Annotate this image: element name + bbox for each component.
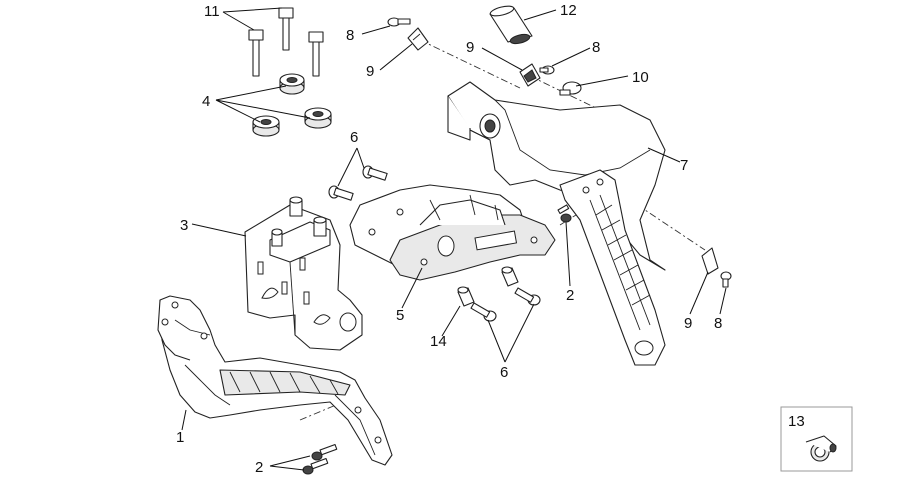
part-2-screws-lower — [302, 443, 338, 475]
part-13-inset — [780, 406, 853, 472]
callout-9: 9 — [366, 63, 374, 80]
callout-7: 7 — [680, 157, 688, 174]
callout-11: 11 — [204, 3, 220, 20]
callout-8: 8 — [714, 315, 722, 332]
callout-8: 8 — [592, 39, 600, 56]
callout-2: 2 — [566, 287, 574, 304]
part-2-screw-middle — [557, 204, 572, 223]
callout-4: 4 — [202, 93, 210, 110]
callout-12: 12 — [560, 2, 577, 19]
part-6-bolts-lower — [470, 287, 541, 322]
part-5-bracket — [349, 184, 556, 281]
part-6-bolts-upper — [328, 165, 388, 201]
leader-lines — [181, 7, 727, 471]
part-1-footrest — [157, 295, 393, 466]
callout-3: 3 — [180, 217, 188, 234]
callout-13: 13 — [788, 413, 805, 430]
callout-6: 6 — [350, 129, 358, 146]
callout-9: 9 — [466, 39, 474, 56]
part-10-rivet — [559, 81, 582, 96]
part-11-bolts — [248, 7, 324, 77]
part-3-plate — [244, 196, 363, 351]
callout-14: 14 — [430, 333, 447, 350]
callout-1: 1 — [176, 429, 184, 446]
part-4-grommets — [252, 73, 332, 137]
part-8-screws — [387, 17, 732, 288]
callout-9: 9 — [684, 315, 692, 332]
callout-2: 2 — [255, 459, 263, 476]
part-12-spacer — [489, 5, 533, 45]
part-14-spacer — [457, 266, 519, 307]
callout-6: 6 — [500, 364, 508, 381]
part-7-mudguard — [447, 81, 666, 366]
callout-10: 10 — [632, 69, 649, 86]
callout-labels: 11 8 9 12 9 8 10 4 6 7 3 2 5 14 6 9 8 1 … — [176, 2, 805, 476]
callout-8: 8 — [346, 27, 354, 44]
part-9-clips — [407, 27, 719, 275]
callout-5: 5 — [396, 307, 404, 324]
